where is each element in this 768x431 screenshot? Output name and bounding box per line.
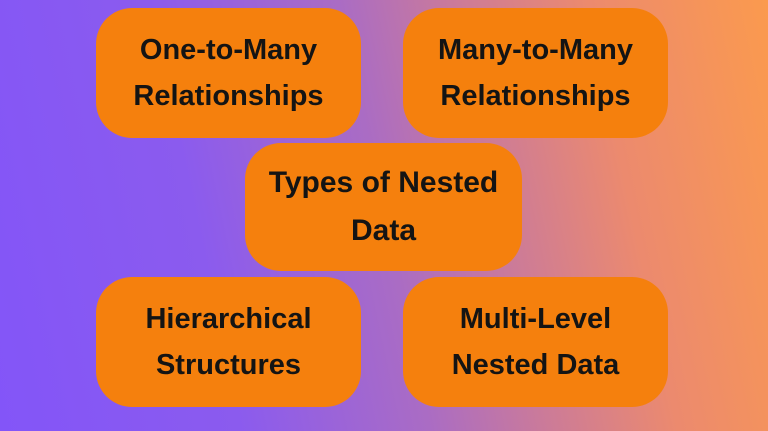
node-label-line: Many-to-Many (438, 34, 633, 66)
node-hierarchical-structures: Hierarchical Structures (96, 277, 361, 407)
node-label-line: Relationships (133, 80, 324, 112)
node-label-line: One-to-Many (139, 34, 318, 66)
node-label-line: Structures (155, 349, 302, 381)
node-one-to-many-relationships: One-to-Many Relationships (96, 8, 361, 138)
node-many-to-many-relationships: Many-to-Many Relationships (403, 8, 668, 138)
node-label-line: Relationships (440, 80, 631, 112)
node-types-of-nested-data: Types of Nested Data (245, 143, 522, 271)
node-label-line: Data (350, 214, 417, 247)
node-multi-level-nested-data: Multi-Level Nested Data (403, 277, 668, 407)
node-label-line: Nested Data (451, 349, 620, 381)
node-label-line: Multi-Level (459, 303, 612, 335)
node-label-line: Types of Nested (268, 166, 499, 199)
node-label-line: Hierarchical (145, 303, 312, 335)
